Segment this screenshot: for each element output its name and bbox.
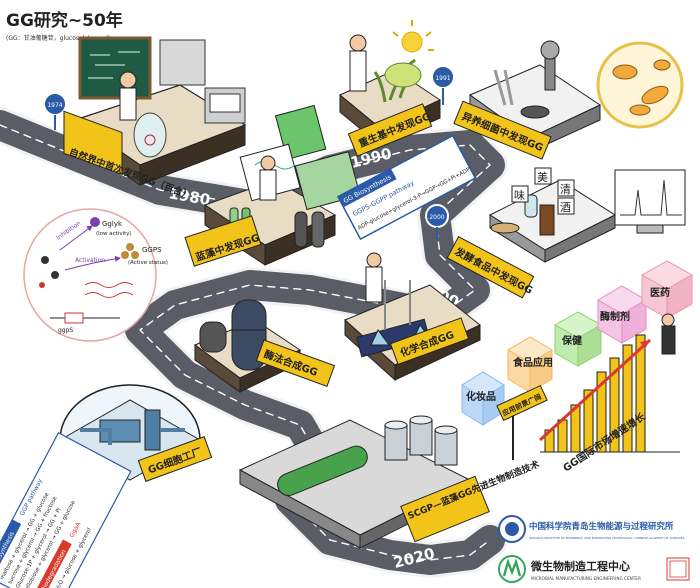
qibebt-logo: 中国科学院青岛生物能源与过程研究所 QINGDAO INSTITUTE OF B… <box>498 515 685 543</box>
gglyk-note: (low activity) <box>96 231 132 237</box>
mmec-logo: 微生物制造工程中心 MICROBIAL MANUFACTURING ENGINE… <box>498 555 690 583</box>
cube-enzyme: 酶制剂 <box>597 285 647 344</box>
sign-wei: 味 <box>511 185 529 203</box>
chalkboard <box>78 36 152 100</box>
sign-mei-text: 美 <box>537 171 548 184</box>
seal-icon <box>669 560 687 578</box>
cube-cosmetics: 化妆品 <box>461 371 505 426</box>
mmec-name-cn: 微生物制造工程中心 <box>530 559 630 573</box>
reactor-small <box>199 321 227 353</box>
ggps-label: GGPS <box>142 246 162 254</box>
qibebt-name-en: QINGDAO INSTITUTE OF BIOENERGY AND BIOPR… <box>529 536 685 540</box>
cube-medicine: 医药 <box>640 260 694 319</box>
header: GG研究~50年 (GG：甘油葡糖苷，glucosylglycerol) <box>6 6 123 42</box>
qibebt-logo-block: 中国科学院青岛生物能源与过程研究所 QINGDAO INSTITUTE OF B… <box>497 514 697 546</box>
year-pin-1991: 1991 <box>431 65 455 105</box>
sign-wei-text: 味 <box>514 189 525 202</box>
gene-label: ggpS <box>58 327 73 334</box>
cube-health: 保健 <box>553 311 603 367</box>
cube-enzyme-text: 酶制剂 <box>600 310 630 323</box>
sign-jiu-text: 酒 <box>560 201 571 214</box>
scene-heterotroph <box>468 40 684 153</box>
year-pin-2000: 2000 <box>425 204 449 240</box>
page-title: GG研究~50年 <box>6 11 123 31</box>
scene-1980-cyanobacteria <box>203 104 361 266</box>
scene-chemical-synthesis <box>344 252 481 382</box>
timeline-road <box>0 107 508 578</box>
reactor-tall <box>231 299 267 371</box>
ggps-note: (Active status) <box>128 260 168 266</box>
microscope-icon <box>544 54 556 91</box>
sign-qing-text: 清 <box>560 183 571 196</box>
biosynthesis-pathway-box: GG Biosynthesis GGPS-GGPP pathway ADP-gl… <box>336 134 477 241</box>
application-cubes: 化妆品 食品应用 保健 酶制剂 医药 <box>461 260 694 426</box>
sign-qing: 清 <box>557 179 575 197</box>
mmec-name-en: MICROBIAL MANUFACTURING ENGINEERING CENT… <box>531 576 641 581</box>
cube-food: 食品应用 <box>507 336 553 393</box>
cube-medicine-text: 医药 <box>650 286 670 299</box>
year-1974-text: 1974 <box>47 102 62 109</box>
qibebt-name-cn: 中国科学院青岛生物能源与过程研究所 <box>529 521 674 532</box>
sign-jiu: 酒 <box>557 197 575 215</box>
scene-fermented-food <box>488 169 686 263</box>
raceway-pond <box>277 445 368 496</box>
activation-label: Activation <box>75 257 105 264</box>
scene-enzymatic <box>193 299 302 393</box>
sign-mei: 美 <box>534 167 552 185</box>
year-1991-text: 1991 <box>435 75 450 82</box>
chromatogram-screen <box>614 169 686 226</box>
lab-shelf <box>159 39 206 86</box>
cube-cosmetics-text: 化妆品 <box>466 390 496 403</box>
page-subtitle: (GG：甘油葡糖苷，glucosylglycerol) <box>6 35 111 42</box>
mmec-logo-block: 微生物制造工程中心 MICROBIAL MANUFACTURING ENGINE… <box>497 552 697 586</box>
sun-icon <box>401 31 423 53</box>
cube-food-text: 食品应用 <box>512 356 553 369</box>
gglyk-label: Gglyk <box>102 220 123 228</box>
cube-health-text: 保健 <box>561 334 582 347</box>
year-2000-text: 2000 <box>429 214 444 221</box>
year-pin-1974: 1974 <box>43 92 67 130</box>
regulation-diagram: Gglyk (low activity) GGPS (Active status… <box>23 208 168 342</box>
